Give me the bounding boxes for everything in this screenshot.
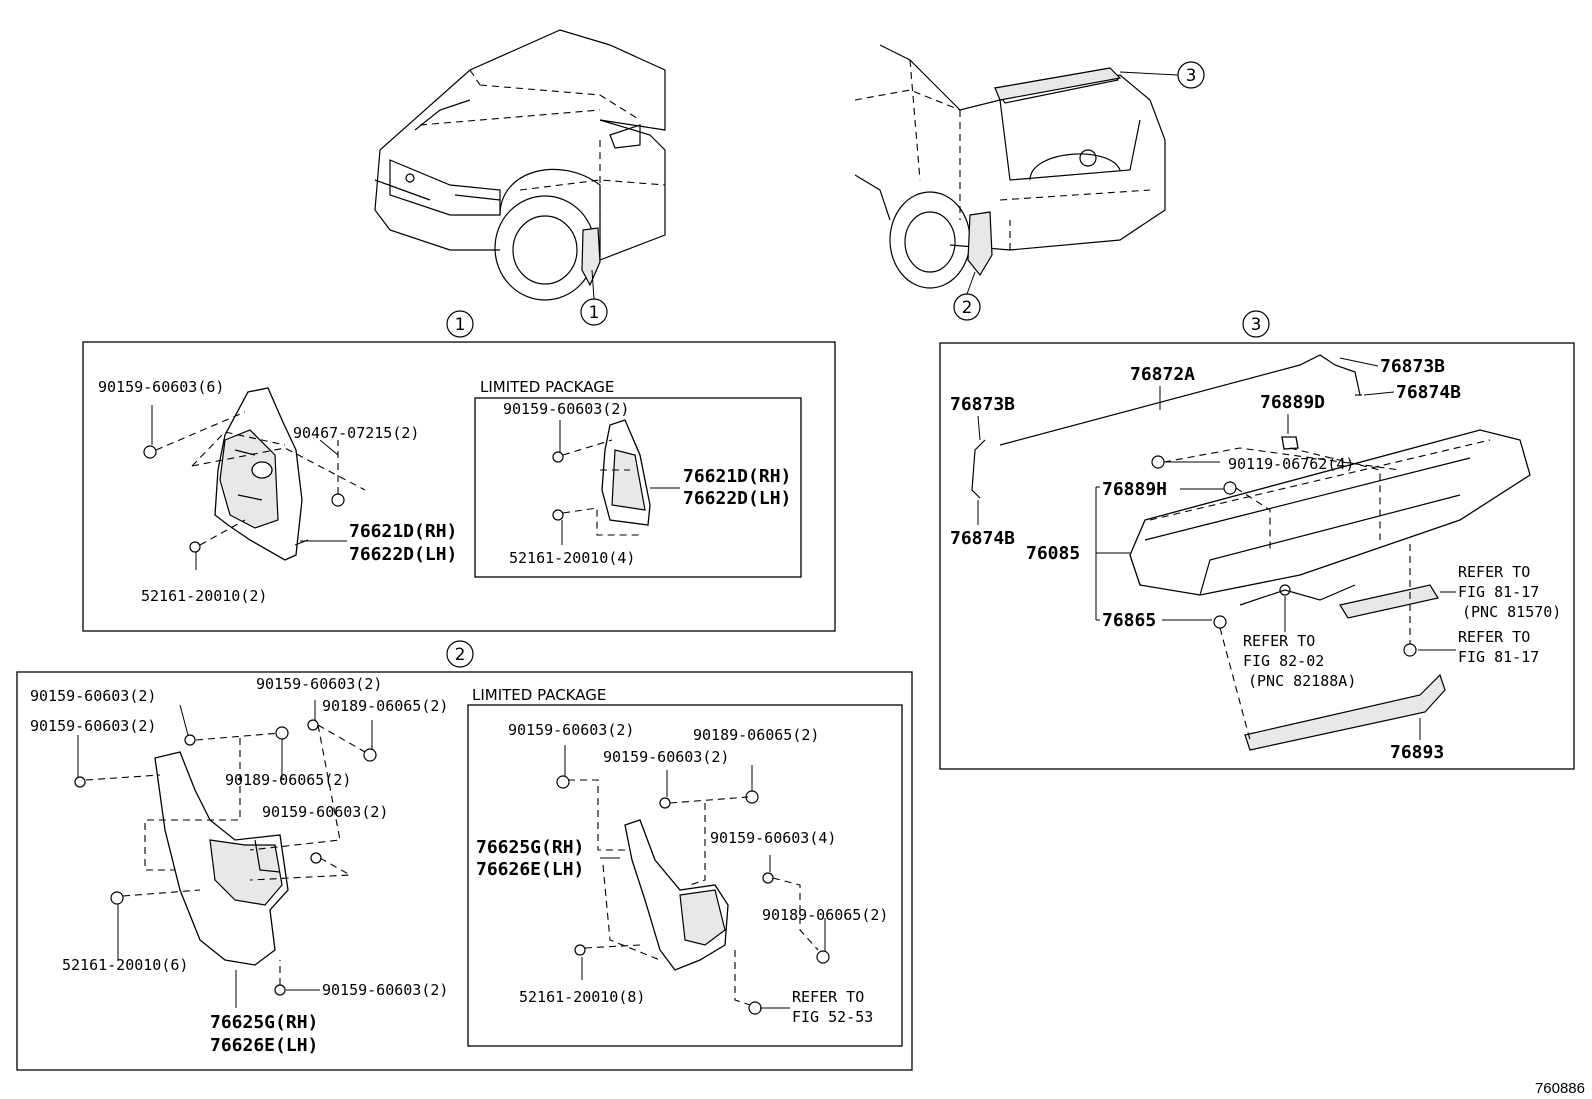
part-number-90159-60603-d[interactable]: 90159-60603(2) xyxy=(262,803,388,821)
part-number-76893[interactable]: 76893 xyxy=(1390,742,1444,763)
section-1-number: 1 xyxy=(455,315,466,335)
refer-to-label-s2[interactable]: REFER TO xyxy=(792,988,864,1006)
section-2-frame xyxy=(16,671,913,1071)
callout-1-label: 1 xyxy=(589,303,600,323)
limited-part-90159-60603-2[interactable]: 90159-60603(2) xyxy=(503,400,629,418)
callout-1-vehicle[interactable]: 1 xyxy=(580,269,608,326)
front-vehicle-illustration xyxy=(374,29,666,301)
part-number-90467-07215[interactable]: 90467-07215(2) xyxy=(293,424,419,442)
refer-fig-52-53[interactable]: FIG 52-53 xyxy=(792,1008,873,1026)
part-number-76621d-rh[interactable]: 76621D(RH) xyxy=(349,521,457,542)
section-3-number: 3 xyxy=(1251,315,1262,335)
section-2-limited-illustration xyxy=(556,745,830,1015)
refer-pnc-82188a[interactable]: (PNC 82188A) xyxy=(1248,672,1356,690)
limited-part-90189-06065-b[interactable]: 90189-06065(2) xyxy=(762,906,888,924)
leader-76874b-right xyxy=(1363,391,1395,396)
part-number-76889h[interactable]: 76889H xyxy=(1102,479,1167,500)
part-number-90159-60603-6[interactable]: 90159-60603(6) xyxy=(98,378,224,396)
limited-part-76626e-lh[interactable]: 76626E(LH) xyxy=(476,859,584,880)
leader-76873b-left xyxy=(977,415,981,441)
part-number-90119-06762[interactable]: 90119-06762(4) xyxy=(1228,455,1354,473)
callout-2-label: 2 xyxy=(962,298,973,318)
part-number-90159-60603-a[interactable]: 90159-60603(2) xyxy=(30,687,156,705)
leader-76873b-right xyxy=(1339,357,1379,367)
section-1-limited-illustration xyxy=(552,419,651,545)
section-2-mudguard-illustration xyxy=(74,700,377,996)
limited-part-76622d-lh[interactable]: 76622D(LH) xyxy=(683,488,791,509)
figure-id: 760886 xyxy=(1535,1080,1585,1097)
limited-part-90189-06065-a[interactable]: 90189-06065(2) xyxy=(693,726,819,744)
refer-to-b[interactable]: REFER TO xyxy=(1458,628,1530,646)
part-number-90159-60603-e[interactable]: 90159-60603(2) xyxy=(322,981,448,999)
part-number-76874b-right[interactable]: 76874B xyxy=(1396,382,1461,403)
limited-package-label-2: LIMITED PACKAGE xyxy=(472,686,606,704)
part-number-76872a[interactable]: 76872A xyxy=(1130,364,1195,385)
section-1-callout[interactable]: 1 xyxy=(446,310,474,338)
part-number-76626e-lh[interactable]: 76626E(LH) xyxy=(210,1035,318,1056)
section-2-limited-frame xyxy=(467,704,903,1047)
part-number-52161-20010-2[interactable]: 52161-20010(2) xyxy=(141,587,267,605)
callout-3-vehicle[interactable]: 3 xyxy=(1119,61,1205,89)
limited-part-90159-60603-b[interactable]: 90159-60603(2) xyxy=(603,748,729,766)
limited-part-76625g-rh[interactable]: 76625G(RH) xyxy=(476,837,584,858)
part-number-76625g-rh[interactable]: 76625G(RH) xyxy=(210,1012,318,1033)
limited-package-label-1: LIMITED PACKAGE xyxy=(480,378,614,396)
section-1-mudguard-illustration xyxy=(143,387,366,570)
rear-vehicle-illustration xyxy=(854,44,1166,289)
callout-2-vehicle[interactable]: 2 xyxy=(953,271,981,321)
part-number-76622d-lh[interactable]: 76622D(LH) xyxy=(349,544,457,565)
refer-fig-81-17-b[interactable]: FIG 81-17 xyxy=(1458,648,1539,666)
refer-pnc-81570[interactable]: (PNC 81570) xyxy=(1462,603,1561,621)
refer-to-c[interactable]: REFER TO xyxy=(1243,632,1315,650)
section-1-limited-frame xyxy=(474,397,802,578)
section-2-number: 2 xyxy=(455,645,466,665)
callout-3-label: 3 xyxy=(1186,66,1197,86)
part-number-76873b-left[interactable]: 76873B xyxy=(950,394,1015,415)
part-number-52161-20010-6[interactable]: 52161-20010(6) xyxy=(62,956,188,974)
limited-part-90159-60603-4[interactable]: 90159-60603(4) xyxy=(710,829,836,847)
part-number-90189-06065-a[interactable]: 90189-06065(2) xyxy=(322,697,448,715)
part-number-76874b-left[interactable]: 76874B xyxy=(950,528,1015,549)
section-2-callout[interactable]: 2 xyxy=(446,640,474,668)
leader-76085-bracket xyxy=(1095,486,1130,621)
section-3-frame xyxy=(939,342,1575,770)
limited-part-52161-20010-4[interactable]: 52161-20010(4) xyxy=(509,549,635,567)
section-1-frame xyxy=(82,341,836,632)
refer-fig-82-02[interactable]: FIG 82-02 xyxy=(1243,652,1324,670)
part-number-90159-60603-b[interactable]: 90159-60603(2) xyxy=(30,717,156,735)
limited-part-76621d-rh[interactable]: 76621D(RH) xyxy=(683,466,791,487)
refer-fig-81-17-a[interactable]: FIG 81-17 xyxy=(1458,583,1539,601)
section-3-callout[interactable]: 3 xyxy=(1242,310,1270,338)
section-3-spoiler-illustration xyxy=(971,354,1531,751)
part-number-90159-60603-c[interactable]: 90159-60603(2) xyxy=(256,675,382,693)
part-number-76889d[interactable]: 76889D xyxy=(1260,392,1325,413)
part-number-76085[interactable]: 76085 xyxy=(1026,543,1080,564)
part-number-76865[interactable]: 76865 xyxy=(1102,610,1156,631)
limited-part-52161-20010-8[interactable]: 52161-20010(8) xyxy=(519,988,645,1006)
limited-part-90159-60603-a[interactable]: 90159-60603(2) xyxy=(508,721,634,739)
refer-to-a[interactable]: REFER TO xyxy=(1458,563,1530,581)
part-number-90189-06065-b[interactable]: 90189-06065(2) xyxy=(225,771,351,789)
part-number-76873b-right[interactable]: 76873B xyxy=(1380,356,1445,377)
